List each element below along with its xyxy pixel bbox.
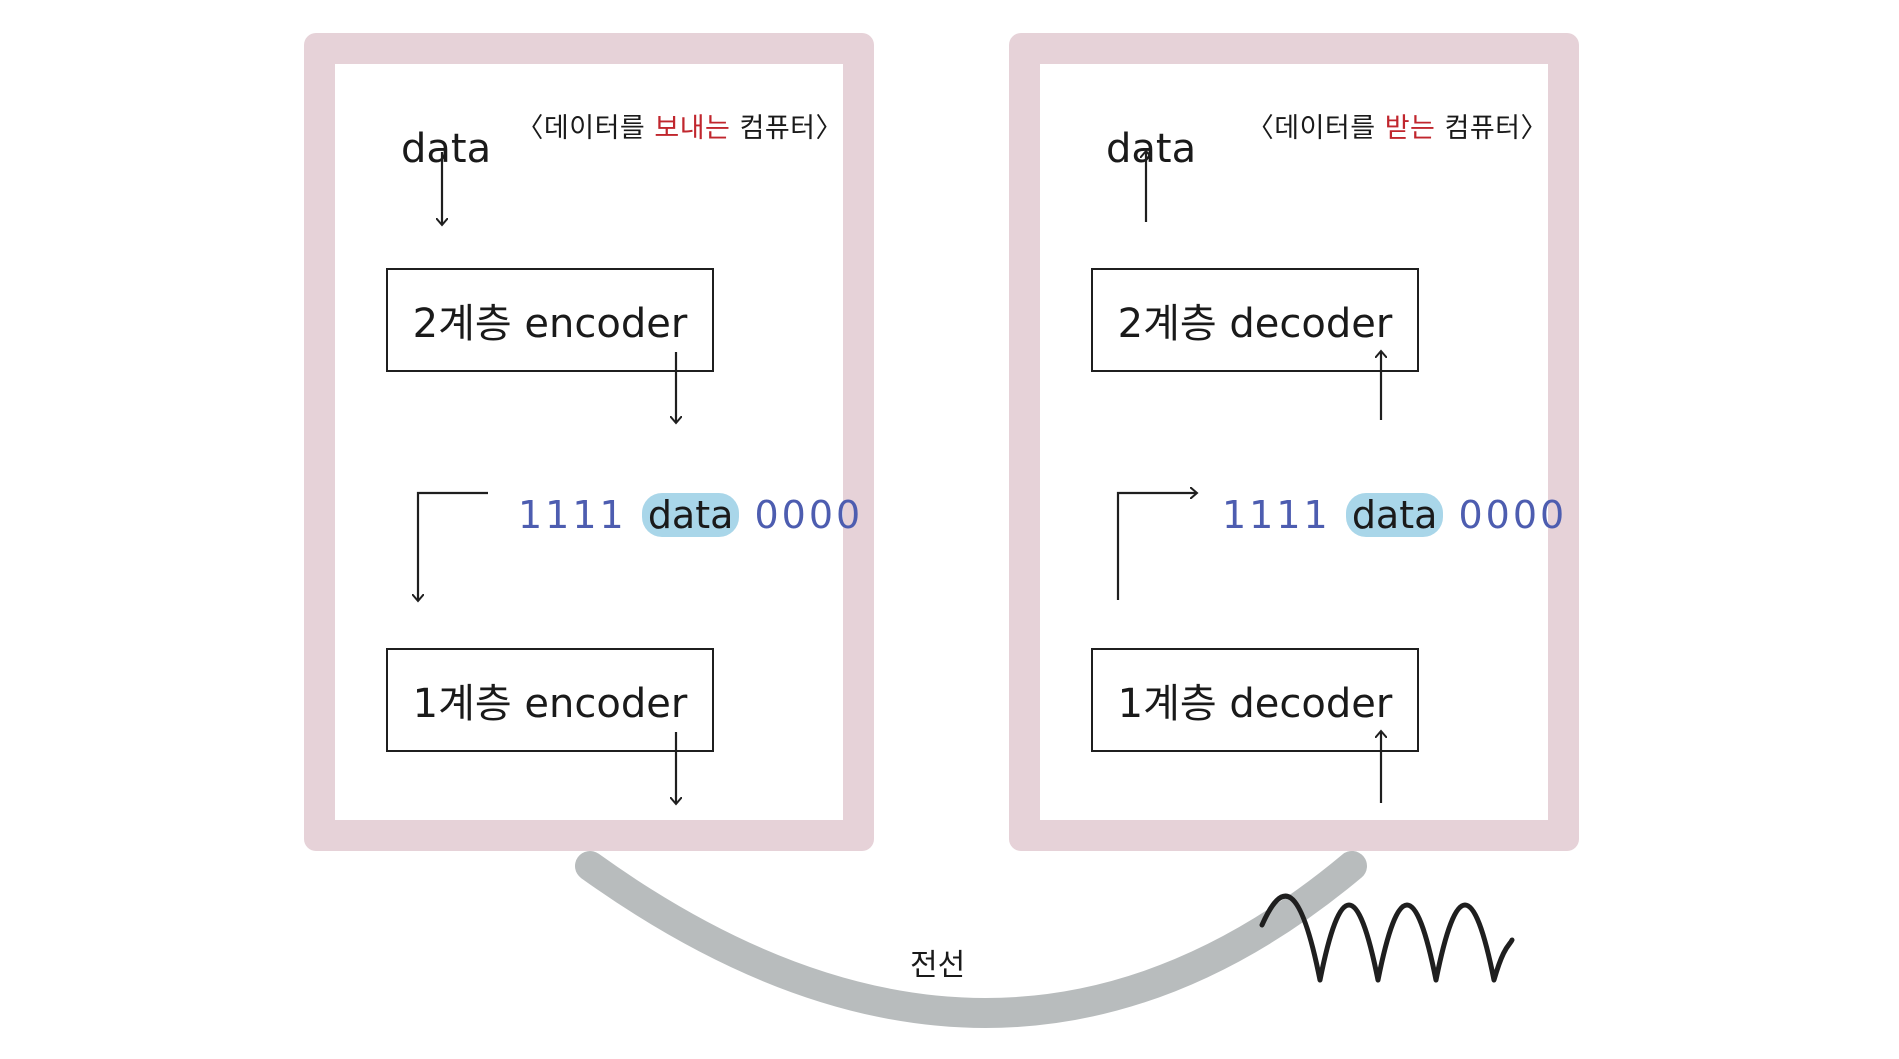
receiver-arrow-l1-to-frame	[1116, 493, 1196, 600]
signal-wave	[1259, 893, 1515, 983]
sender-end-bits: 0000	[754, 493, 864, 537]
sender-heading-pre: 〈데이터를	[516, 113, 655, 144]
sender-arrow-frame-to-l1	[418, 491, 488, 600]
sender-input-data-label: data	[401, 126, 492, 172]
sender-layer2-encoder-box: 2계층 encoder	[386, 268, 714, 372]
receiver-payload: data	[1345, 493, 1444, 537]
receiver-frame-bits: 1111 data 0000	[1222, 493, 1567, 537]
wire-label: 전선	[910, 948, 966, 983]
receiver-end-bits: 0000	[1458, 493, 1568, 537]
receiver-output-data-label: data	[1106, 126, 1197, 172]
sender-layer1-encoder-box: 1계층 encoder	[386, 648, 714, 752]
receiver-heading-pre: 〈데이터를	[1246, 113, 1385, 144]
receiver-heading-post: 컴퓨터〉	[1435, 113, 1548, 144]
receiver-layer1-decoder-box: 1계층 decoder	[1091, 648, 1419, 752]
receiver-heading: 〈데이터를 받는 컴퓨터〉	[1247, 106, 1548, 145]
sender-start-bits: 1111	[518, 493, 627, 537]
receiver-computer-frame: 〈데이터를 받는 컴퓨터〉 data 2계층 decoder 1111 data…	[1009, 33, 1579, 851]
receiver-layer2-decoder-box: 2계층 decoder	[1091, 268, 1419, 372]
sender-payload: data	[641, 493, 740, 537]
sender-heading-highlight: 보내는	[654, 113, 731, 144]
wire-cable	[575, 851, 1367, 1028]
sender-computer-frame: 〈데이터를 보내는 컴퓨터〉 data 2계층 encoder 1111 dat…	[304, 33, 874, 851]
sender-frame-bits: 1111 data 0000	[518, 493, 863, 537]
sender-heading-post: 컴퓨터〉	[730, 113, 843, 144]
receiver-start-bits: 1111	[1222, 493, 1331, 537]
sender-heading: 〈데이터를 보내는 컴퓨터〉	[516, 106, 843, 145]
receiver-heading-highlight: 받는	[1384, 113, 1436, 144]
